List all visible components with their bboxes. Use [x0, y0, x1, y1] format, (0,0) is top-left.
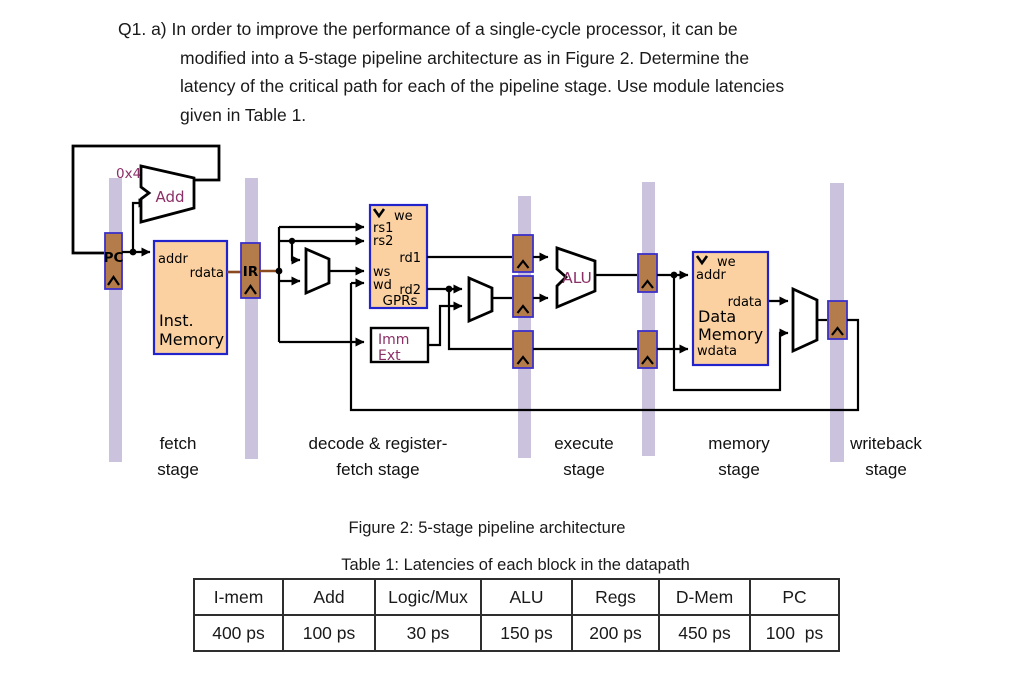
stage-label: memory	[708, 434, 770, 453]
imem-addr-port: addr	[158, 252, 188, 267]
table-value-cell: 200 ps	[571, 614, 660, 652]
stage-bar	[245, 178, 258, 459]
question-line: modified into a 5-stage pipeline archite…	[180, 47, 750, 68]
stage-label: stage	[865, 460, 907, 479]
table-value-cell: 100 ps	[282, 614, 376, 652]
add-label: Add	[155, 188, 184, 206]
imem-name: Memory	[159, 330, 224, 349]
stage-label: writeback	[849, 434, 922, 453]
gpr-rs2-port: rs2	[373, 234, 393, 249]
gpr-ws-port: ws	[373, 265, 391, 280]
table-header-cell: PC	[749, 578, 840, 616]
table-header-cell: Logic/Mux	[374, 578, 482, 616]
pc-adder: Add	[139, 164, 196, 224]
table-title: Table 1: Latencies of each block in the …	[341, 556, 690, 574]
question-text: Q1. a) In order to improve the performan…	[118, 15, 938, 129]
gpr-register-file: we rs1 rs2 rd1 ws wd rd2 GPRs	[368, 203, 429, 310]
stage-label: stage	[563, 460, 605, 479]
question-line: Q1. a) In order to improve the performan…	[118, 19, 738, 39]
exmem-pipeline-registers	[637, 253, 658, 369]
ws-mux	[304, 246, 331, 296]
instruction-memory: addr rdata Inst. Memory	[152, 239, 229, 356]
table-header-cell: D-Mem	[658, 578, 751, 616]
stage-label: execute	[554, 434, 614, 453]
table-header-cell: Regs	[571, 578, 660, 616]
gpr-rd1-port: rd1	[399, 251, 421, 266]
table-value-cell: 150 ps	[480, 614, 573, 652]
decode-wiring	[277, 222, 365, 347]
clock-caret-icon	[516, 304, 530, 314]
ir-register: IR	[240, 242, 261, 299]
gpr-wd-port: wd	[373, 278, 392, 293]
clock-caret-icon	[641, 279, 654, 289]
stage-bar	[109, 178, 122, 462]
data-memory: we addr rdata Data Memory wdata	[691, 250, 770, 367]
imem-rdata-port: rdata	[190, 266, 224, 281]
question-line: latency of the critical path for each of…	[180, 76, 785, 96]
imm-ext-label: Ext	[378, 348, 401, 364]
table-value-row: 400 ps 100 ps 30 ps 150 ps 200 ps 450 ps…	[193, 614, 840, 652]
execute-wiring	[533, 252, 637, 351]
gpr-rd2-port: rd2	[399, 283, 421, 298]
clock-wedge-icon	[695, 255, 709, 266]
stage-label: fetch stage	[336, 460, 419, 479]
clock-caret-icon	[244, 284, 257, 295]
pc-register: PC	[104, 232, 124, 290]
wb-pipeline-register	[827, 300, 848, 340]
stage-label: fetch	[160, 434, 197, 453]
gpr-name: GPRs	[382, 293, 417, 309]
operand-wiring	[427, 255, 512, 351]
dmem-rdata-port: rdata	[728, 295, 762, 310]
idex-pipeline-registers	[512, 234, 534, 369]
clock-wedge-icon	[372, 208, 386, 219]
gpr-rs1-port: rs1	[373, 221, 393, 236]
ir-label: IR	[243, 264, 259, 280]
table-value-cell: 400 ps	[193, 614, 284, 652]
table-header-row: I-mem Add Logic/Mux ALU Regs D-Mem PC	[193, 578, 840, 616]
writeback-mux	[791, 286, 819, 354]
writeback-wire	[349, 283, 860, 412]
dmem-we-port: we	[717, 255, 736, 270]
figure-caption: Figure 2: 5-stage pipeline architecture	[348, 519, 626, 537]
stage-label: stage	[718, 460, 760, 479]
add-constant-label: 0x4	[116, 166, 141, 182]
gpr-we-port: we	[394, 209, 413, 224]
pipeline-datapath-figure: 0x4 Add PC addr rdata Inst. Memory IR	[71, 144, 922, 479]
stage-label: stage	[157, 460, 199, 479]
clock-caret-icon	[641, 355, 654, 365]
pc-label: PC	[104, 250, 124, 266]
table-header-cell: Add	[282, 578, 376, 616]
dmem-wdata-port: wdata	[697, 344, 737, 359]
alu-src-mux	[467, 275, 494, 324]
clock-caret-icon	[831, 326, 844, 336]
table-value-cell: 100 ps	[749, 614, 840, 652]
stage-bar	[642, 182, 655, 456]
imm-ext-label: Imm	[378, 332, 409, 348]
imm-ext-unit: Imm Ext	[369, 326, 430, 364]
table-header-cell: I-mem	[193, 578, 284, 616]
table-header-cell: ALU	[480, 578, 573, 616]
dmem-name: Memory	[698, 325, 763, 344]
table-value-cell: 30 ps	[374, 614, 482, 652]
dmem-name: Data	[698, 307, 736, 326]
stage-label: decode & register-	[309, 434, 448, 453]
dmem-addr-port: addr	[696, 268, 726, 283]
latency-table: I-mem Add Logic/Mux ALU Regs D-Mem PC 40…	[193, 578, 840, 652]
stage-labels: fetch stage decode & register- fetch sta…	[157, 434, 922, 479]
question-line: given in Table 1.	[180, 104, 307, 125]
table-value-cell: 450 ps	[658, 614, 751, 652]
clock-caret-icon	[107, 275, 120, 286]
clock-caret-icon	[516, 259, 530, 269]
memory-wiring	[657, 270, 789, 392]
clock-caret-icon	[516, 355, 530, 365]
alu-label: ALU	[562, 269, 592, 287]
alu-unit: ALU	[555, 246, 597, 310]
imem-name: Inst.	[159, 311, 194, 330]
